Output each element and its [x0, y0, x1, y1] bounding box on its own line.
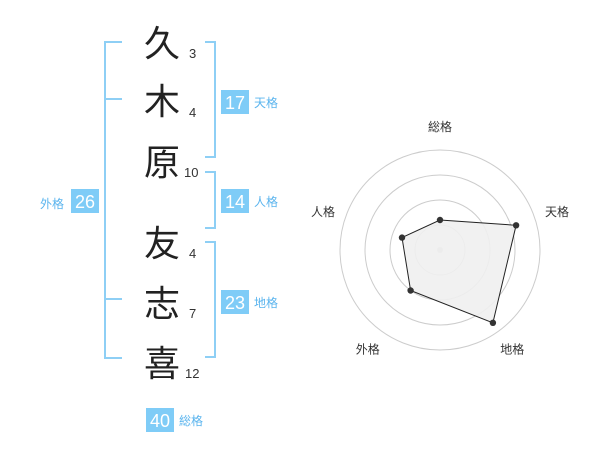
radar-ring — [339, 149, 541, 351]
radar-point — [436, 216, 444, 224]
stroke-count-3: 10 — [184, 165, 198, 180]
radar-point — [398, 234, 406, 241]
radar-axis-label: 地格 — [500, 342, 524, 357]
jinkaku-value: 14 — [225, 192, 245, 212]
chikaku-bracket — [205, 241, 216, 358]
stroke-count-5: 7 — [189, 306, 196, 321]
radar-point — [407, 287, 414, 294]
chikaku-badge: 23 地格 — [221, 290, 278, 314]
name-char-4: 友 — [144, 224, 180, 265]
stroke-counts: 3 4 10 4 7 12 — [184, 46, 199, 381]
name-char-2: 木 — [144, 82, 180, 123]
gaikaku-value: 26 — [75, 192, 95, 212]
jinkaku-bracket — [205, 171, 216, 229]
radar-point — [512, 222, 520, 229]
soukaku-badge: 40 総格 — [146, 408, 203, 432]
gaikaku-label: 外格 — [40, 196, 64, 211]
radar-axis-label: 天格 — [545, 204, 569, 219]
tenkaku-bracket — [205, 41, 216, 158]
name-char-3: 原 — [144, 143, 180, 184]
radar-axis-label: 外格 — [356, 342, 380, 357]
stroke-count-1: 3 — [189, 46, 196, 61]
tenkaku-badge: 17 天格 — [221, 90, 278, 114]
jinkaku-badge: 14 人格 — [221, 189, 278, 213]
chikaku-value: 23 — [225, 293, 245, 313]
tenkaku-label: 天格 — [254, 95, 278, 110]
tenkaku-value: 17 — [225, 93, 245, 113]
stroke-count-6: 12 — [185, 366, 199, 381]
radar-axis-label: 総格 — [428, 119, 452, 134]
radar-axis-label: 人格 — [311, 204, 335, 219]
stroke-count-4: 4 — [189, 246, 196, 261]
soukaku-value: 40 — [150, 411, 170, 431]
soukaku-label: 総格 — [179, 413, 203, 428]
name-char-6: 喜 — [144, 344, 180, 385]
name-characters: 久 木 原 友 志 喜 — [144, 24, 180, 385]
radar-area — [401, 219, 517, 324]
gaikaku-badge: 外格 26 — [40, 189, 99, 213]
radar-ring — [364, 174, 516, 326]
radar-point — [489, 319, 497, 326]
name-char-1: 久 — [144, 24, 180, 65]
gaikaku-bracket — [104, 41, 122, 359]
chikaku-label: 地格 — [254, 295, 278, 310]
stroke-count-2: 4 — [189, 105, 196, 120]
jinkaku-label: 人格 — [254, 194, 278, 209]
name-char-5: 志 — [144, 284, 180, 325]
